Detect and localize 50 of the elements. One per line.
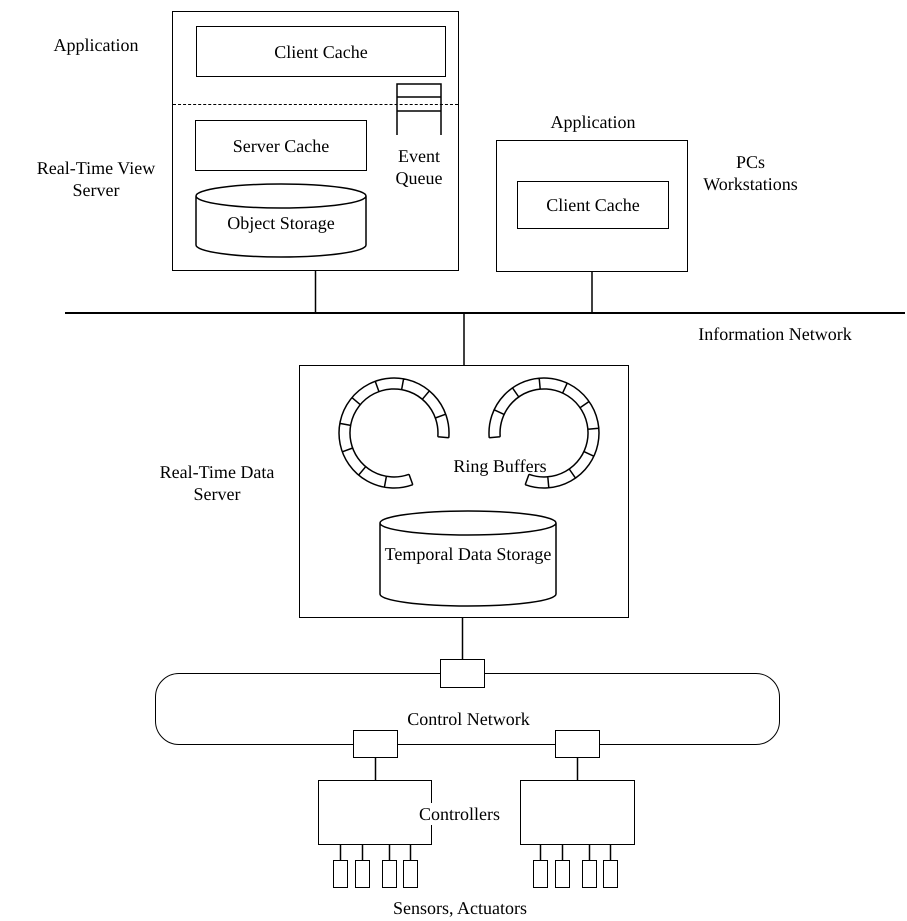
connector-line bbox=[362, 845, 364, 860]
side-label: Real-Time View Server bbox=[36, 157, 156, 201]
sensor-box bbox=[533, 860, 548, 888]
storage-cylinder bbox=[379, 511, 557, 606]
connector-line bbox=[591, 272, 593, 312]
connector-line bbox=[410, 845, 412, 860]
system-box bbox=[517, 181, 669, 229]
sensor-box bbox=[403, 860, 418, 888]
node-label: Temporal Data Storage bbox=[384, 543, 552, 565]
connector-line bbox=[388, 845, 390, 860]
node-label: Server Cache bbox=[232, 134, 330, 156]
network-node-box bbox=[440, 659, 485, 688]
node-label: Client Cache bbox=[273, 40, 369, 62]
group-label: Controllers bbox=[417, 803, 502, 825]
side-label: PCs Workstations bbox=[702, 151, 799, 195]
connector-line bbox=[374, 758, 376, 780]
label: Ring Buffers bbox=[452, 455, 548, 477]
side-label: Application bbox=[52, 34, 140, 56]
controller-box bbox=[520, 780, 635, 845]
connector-line bbox=[340, 845, 342, 860]
connector-line bbox=[314, 271, 316, 312]
network-node-box bbox=[353, 730, 398, 758]
heading: Application bbox=[550, 111, 636, 133]
connector-line bbox=[462, 618, 464, 659]
node-label: Control Network bbox=[406, 708, 531, 730]
node-label: Client Cache bbox=[545, 194, 641, 216]
network-ring bbox=[155, 673, 780, 745]
connector-line bbox=[576, 758, 578, 780]
connector-line bbox=[540, 845, 542, 860]
sensor-box bbox=[603, 860, 618, 888]
sensor-box bbox=[582, 860, 597, 888]
sensor-box bbox=[382, 860, 397, 888]
label: Sensors, Actuators bbox=[392, 897, 528, 919]
system-box bbox=[195, 120, 367, 171]
sensor-box bbox=[555, 860, 570, 888]
connector-line bbox=[562, 845, 564, 860]
sensor-box bbox=[355, 860, 370, 888]
network-node-box bbox=[555, 730, 600, 758]
connector-line bbox=[610, 845, 612, 860]
storage-cylinder bbox=[195, 184, 367, 257]
network-label: Information Network bbox=[697, 323, 853, 345]
sensor-box bbox=[333, 860, 348, 888]
connector-line bbox=[588, 845, 590, 860]
ring-buffer bbox=[338, 377, 450, 489]
side-label: Real-Time Data Server bbox=[158, 461, 276, 505]
node-label: Event Queue bbox=[394, 145, 444, 189]
connector-line bbox=[463, 314, 465, 365]
node-label: Object Storage bbox=[226, 212, 336, 234]
ring-buffer bbox=[488, 377, 600, 489]
system-box bbox=[196, 26, 446, 77]
